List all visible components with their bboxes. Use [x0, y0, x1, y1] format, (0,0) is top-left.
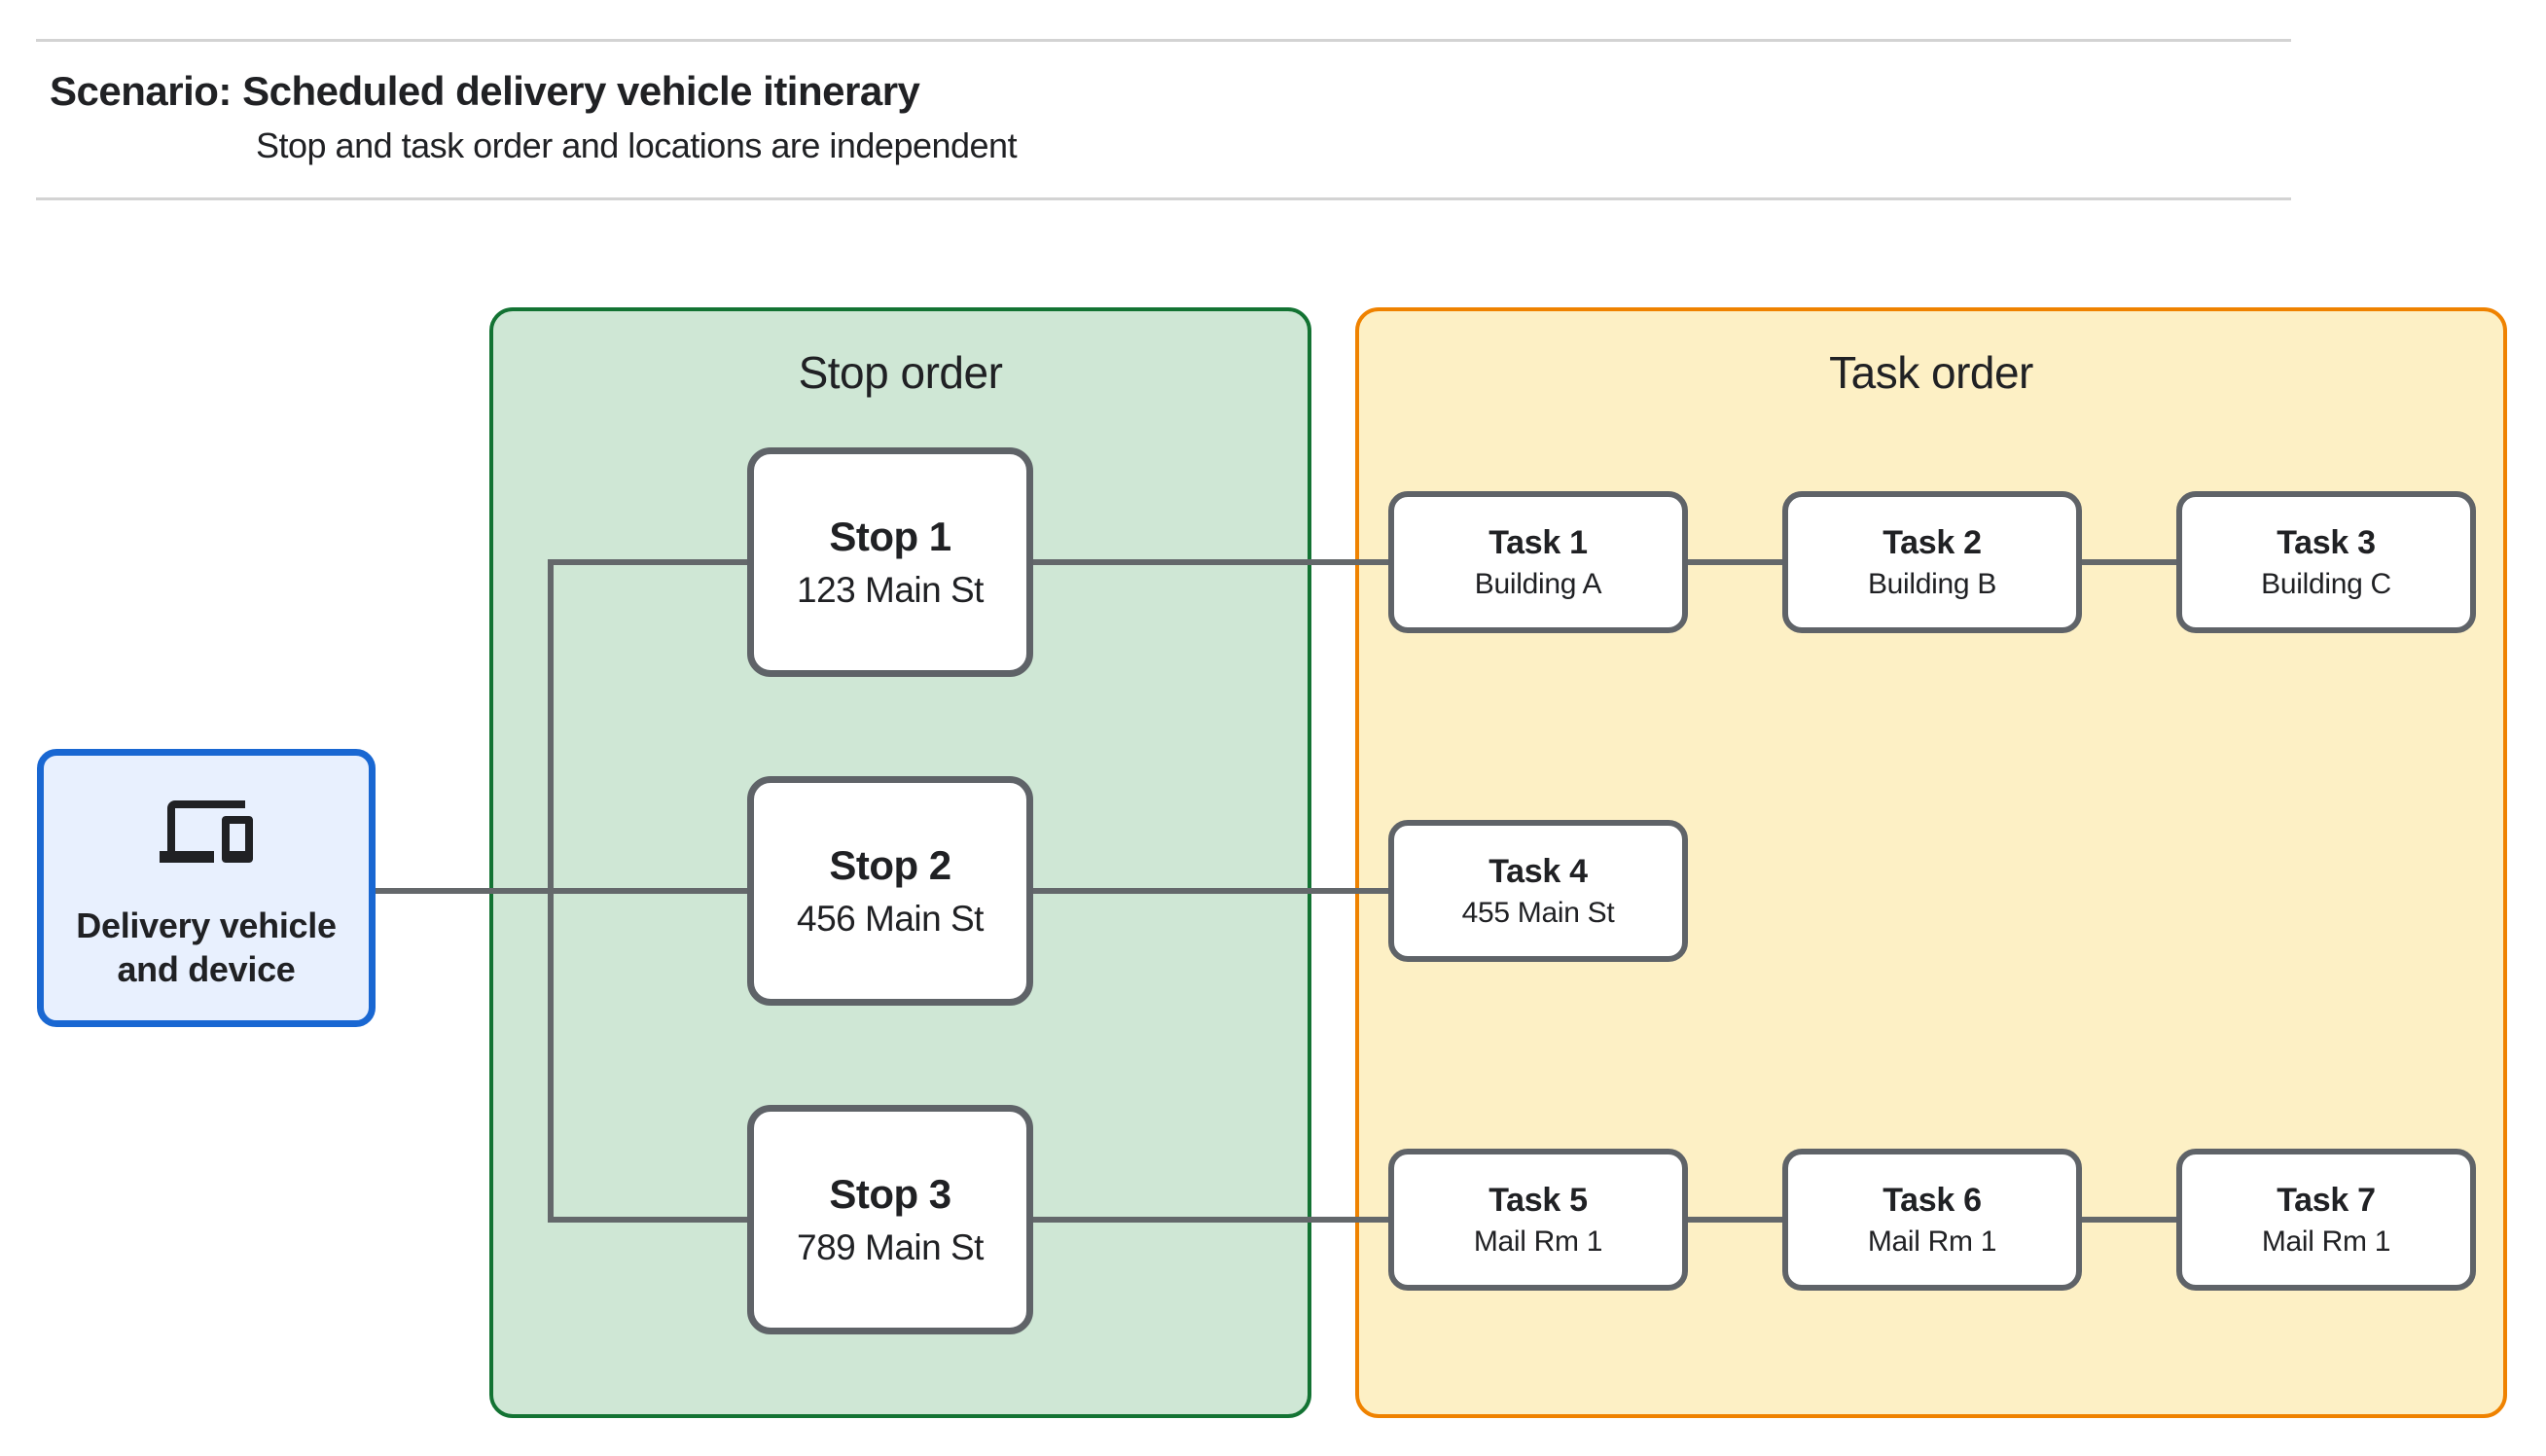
task-3-node: Task 3 Building C [2176, 491, 2476, 633]
page-title: Scenario: Scheduled delivery vehicle iti… [50, 68, 920, 114]
task-2-location: Building B [1867, 567, 1997, 600]
delivery-vehicle-node: Delivery vehicle and device [37, 749, 376, 1027]
delivery-vehicle-label-line1: Delivery vehicle [76, 906, 337, 945]
task-3-title: Task 3 [2277, 523, 2376, 561]
connector-trunk-to-stop3 [548, 1217, 747, 1223]
header-divider-bottom [36, 197, 2291, 200]
task-4-location: 455 Main St [1461, 896, 1615, 929]
task-1-title: Task 1 [1488, 523, 1588, 561]
stop-3-title: Stop 3 [829, 1171, 951, 1217]
task-order-panel-title: Task order [1829, 347, 2033, 398]
stop-3-address: 789 Main St [797, 1227, 984, 1267]
page-subtitle: Stop and task order and locations are in… [256, 125, 1018, 165]
connector-trunk [548, 559, 554, 1223]
stop-1-address: 123 Main St [797, 570, 984, 610]
stop-2-title: Stop 2 [829, 842, 951, 888]
delivery-vehicle-label-line2: and device [117, 949, 296, 989]
connector-stop2-to-task4 [1033, 888, 1388, 894]
stop-order-panel-title: Stop order [798, 347, 1003, 398]
connector-stop3-to-task5 [1033, 1217, 1388, 1223]
delivery-vehicle-label: Delivery vehicle and device [76, 904, 337, 991]
task-5-node: Task 5 Mail Rm 1 [1388, 1149, 1688, 1291]
connector-task1-to-task2 [1683, 559, 1787, 565]
task-6-location: Mail Rm 1 [1867, 1225, 1997, 1258]
task-6-node: Task 6 Mail Rm 1 [1782, 1149, 2082, 1291]
task-3-location: Building C [2261, 567, 2391, 600]
connector-vehicle-to-stop2 [373, 888, 747, 894]
task-1-location: Building A [1474, 567, 1602, 600]
task-1-node: Task 1 Building A [1388, 491, 1688, 633]
stop-2-node: Stop 2 456 Main St [747, 776, 1033, 1006]
stop-2-address: 456 Main St [797, 899, 984, 939]
task-2-node: Task 2 Building B [1782, 491, 2082, 633]
task-4-title: Task 4 [1488, 852, 1588, 890]
task-2-title: Task 2 [1883, 523, 1982, 561]
connector-trunk-to-stop1 [548, 559, 747, 565]
stop-1-node: Stop 1 123 Main St [747, 447, 1033, 677]
task-4-node: Task 4 455 Main St [1388, 820, 1688, 962]
task-7-title: Task 7 [2277, 1181, 2376, 1219]
task-7-node: Task 7 Mail Rm 1 [2176, 1149, 2476, 1291]
stop-3-node: Stop 3 789 Main St [747, 1105, 1033, 1334]
header-divider-top [36, 39, 2291, 42]
connector-task5-to-task6 [1683, 1217, 1787, 1223]
task-5-title: Task 5 [1488, 1181, 1588, 1219]
task-5-location: Mail Rm 1 [1473, 1225, 1603, 1258]
task-7-location: Mail Rm 1 [2261, 1225, 2391, 1258]
devices-icon [160, 785, 253, 878]
task-6-title: Task 6 [1883, 1181, 1982, 1219]
stop-1-title: Stop 1 [829, 514, 951, 559]
connector-stop1-to-task1 [1033, 559, 1388, 565]
connector-task2-to-task3 [2077, 559, 2181, 565]
connector-task6-to-task7 [2077, 1217, 2181, 1223]
